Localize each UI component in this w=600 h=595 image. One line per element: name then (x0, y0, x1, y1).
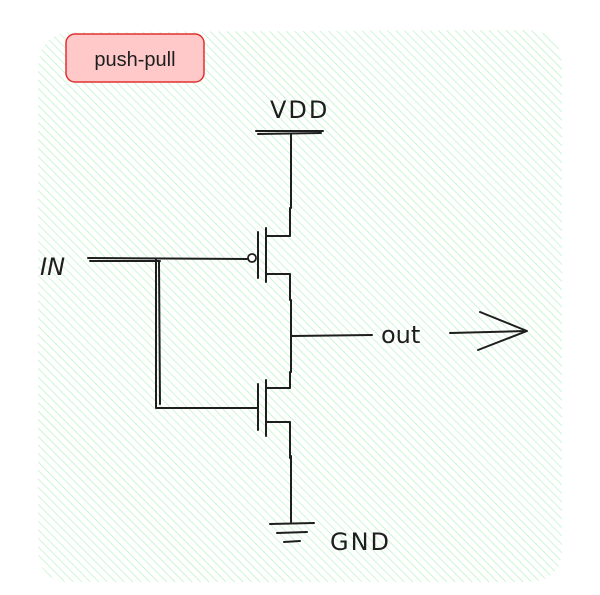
input-wire (87, 257, 248, 260)
pmos-gate-bubble (247, 253, 257, 263)
background-panel (38, 30, 562, 582)
tag-box (65, 33, 205, 83)
output-wire (291, 334, 373, 337)
ground-icon (269, 522, 315, 543)
vdd-rail (255, 130, 324, 135)
nmos-source (265, 421, 291, 459)
tag-label: push-pull (94, 49, 175, 71)
vdd-label: VDD (270, 96, 329, 124)
nmos-transistor (257, 371, 291, 459)
diagram-tag: push-pull (65, 33, 205, 83)
gnd-label: GND (330, 528, 391, 556)
output-label: out (381, 321, 420, 349)
nmos-drain (265, 371, 291, 389)
input-label: IN (40, 253, 65, 281)
gate-tie-wire-second-stroke (158, 261, 161, 405)
pmos-transistor (247, 207, 291, 301)
gate-tie-wire (155, 258, 259, 409)
pmos-source (265, 207, 291, 237)
arrow-right-icon (449, 311, 528, 351)
pmos-drain (265, 273, 291, 301)
